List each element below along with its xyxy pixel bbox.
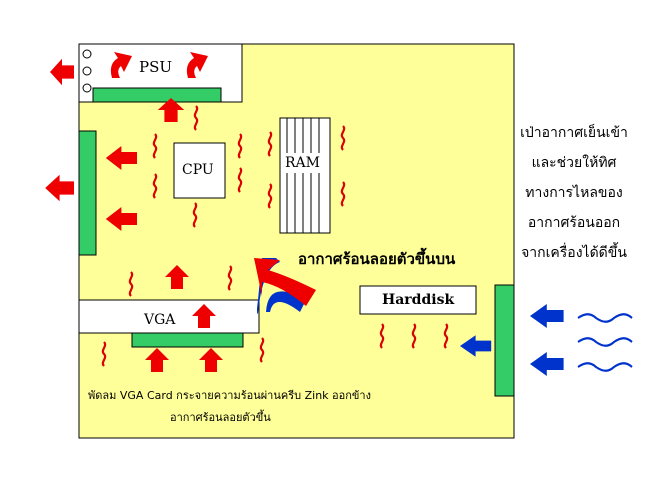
rising-air-arrow-red	[254, 258, 316, 306]
harddisk-box	[359, 285, 477, 315]
vga-note-line1: พัดลม VGA Card กระจายความร้อนผ่านครีบ Zi…	[88, 389, 371, 402]
cold-air-wave	[576, 337, 634, 347]
side-note-line: อากาศร้อนออก	[527, 215, 621, 231]
hot-air-rises-label: อากาศร้อนลอยตัวขึ้นบน	[298, 250, 456, 268]
left-outlet-arrow	[45, 174, 74, 202]
vga-note-line2: อากาศร้อนลอยตัวขึ้น	[170, 411, 271, 424]
computer-case	[78, 43, 515, 439]
psu-port-circle	[82, 66, 92, 76]
psu-label: PSU	[139, 58, 173, 76]
cold-air-wave	[576, 362, 634, 372]
psu-port-circle	[82, 49, 92, 59]
side-note-line: ทางการไหลของ	[525, 185, 623, 201]
harddisk-label: Harddisk	[382, 292, 455, 308]
cold-air-arrow	[530, 304, 564, 328]
right-intake-fan	[494, 284, 515, 397]
side-note-line: และช่วยให้ทิศ	[531, 155, 617, 171]
ram-label-bg	[282, 153, 328, 173]
side-note: เป่าอากาศเย็นเข้า และช่วยให้ทิศ ทางการไห…	[504, 118, 644, 268]
side-note-line: เป่าอากาศเย็นเข้า	[520, 125, 628, 141]
ram-label: RAM	[285, 155, 320, 171]
psu-fan	[92, 87, 222, 103]
cold-air-wave	[576, 313, 634, 323]
cpu-box	[173, 142, 226, 199]
ram-box	[279, 117, 331, 234]
psu-exhaust-arrow	[186, 52, 208, 78]
side-note-line: จากเครื่องได้ดีขึ้น	[521, 245, 627, 261]
psu-outlet-arrow	[50, 58, 74, 86]
left-exhaust-fan	[78, 130, 97, 256]
psu-port-circle	[82, 83, 92, 93]
vga-label: VGA	[144, 312, 176, 328]
vga-heatsink	[131, 332, 244, 348]
psu-exhaust-arrow	[110, 52, 132, 78]
cold-air-arrow	[530, 352, 564, 376]
cpu-label: CPU	[182, 162, 214, 178]
